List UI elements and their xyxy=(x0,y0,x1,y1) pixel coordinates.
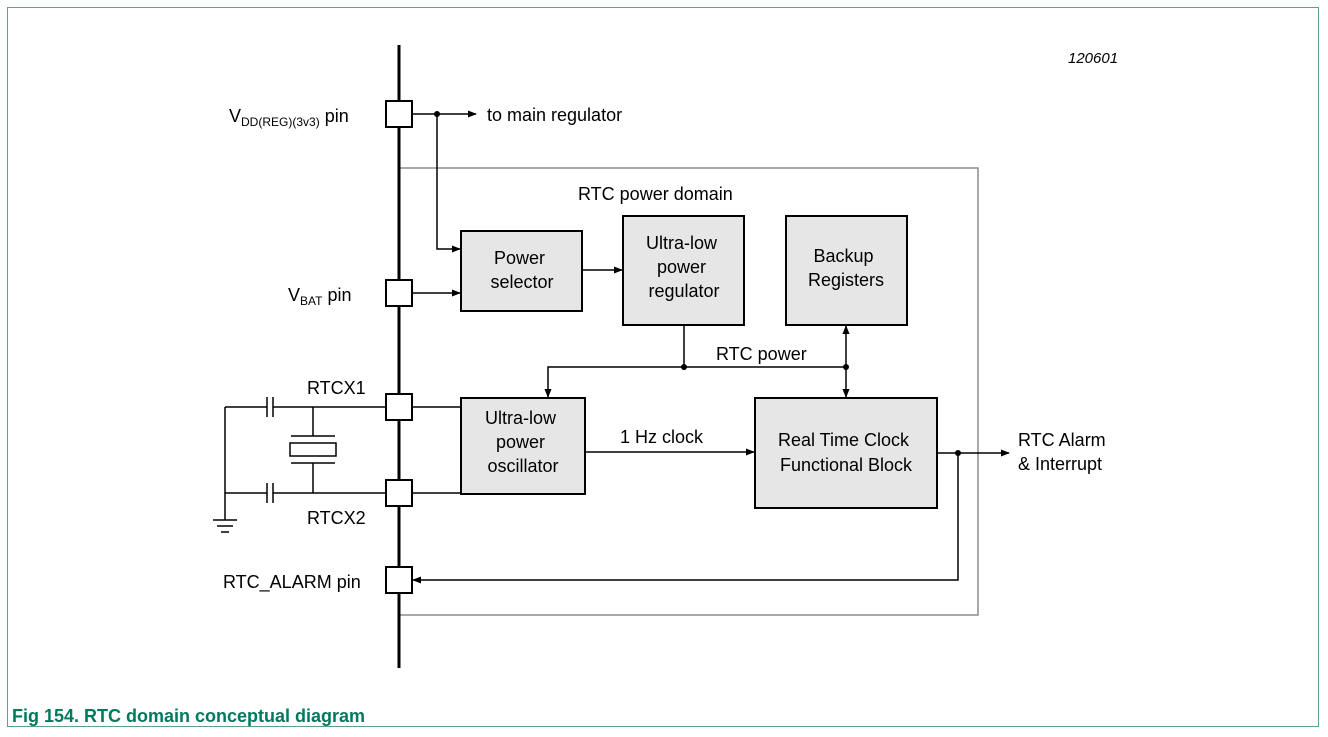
rtc-power-label: RTC power xyxy=(716,344,807,364)
power-selector-block xyxy=(460,230,583,312)
rtcx2-label: RTCX2 xyxy=(307,508,366,528)
backup-registers-block xyxy=(785,215,908,326)
rtc-power-domain-label: RTC power domain xyxy=(578,184,733,204)
rtcx2-pin-box xyxy=(385,479,413,507)
rtc-functional-block xyxy=(754,397,938,509)
rtc-power-to-oscillator xyxy=(544,366,684,398)
main-regulator-label: to main regulator xyxy=(487,105,622,125)
figure-frame xyxy=(7,7,1319,727)
alarm-output-label: RTC Alarm & Interrupt xyxy=(1018,430,1111,474)
vbat-pin-box xyxy=(385,279,413,307)
figure-reference-id: 120601 xyxy=(1068,50,1118,67)
backup-registers-label: Backup Registers xyxy=(808,246,884,290)
vbat-pin-label: VBAT pin xyxy=(288,285,352,308)
rtc-alarm-pin-box xyxy=(385,566,413,594)
ulp-oscillator-block xyxy=(460,397,586,495)
ulp-regulator-label: Ultra-low power regulator xyxy=(646,233,722,301)
vdd-to-power-selector xyxy=(436,114,461,253)
rtc-power-junction-dot xyxy=(681,364,687,370)
rtc-functional-block-label: Real Time Clock Functional Block xyxy=(778,430,914,475)
vdd-pin-box xyxy=(385,100,413,128)
crystal-circuit xyxy=(213,397,386,533)
ulp-oscillator-label: Ultra-low power oscillator xyxy=(485,408,561,476)
rtc-alarm-pin-label: RTC_ALARM pin xyxy=(223,572,361,593)
alarm-to-pin-line xyxy=(412,453,959,584)
rtcx1-pin-box xyxy=(385,393,413,421)
rtcx1-label: RTCX1 xyxy=(307,378,366,398)
power-selector-label: Power selector xyxy=(490,248,553,292)
vdd-pin-label: VDD(REG)(3v3) pin xyxy=(229,106,349,129)
ulp-regulator-block xyxy=(622,215,745,326)
figure-caption: Fig 154. RTC domain conceptual diagram xyxy=(12,706,366,726)
clock-signal-label: 1 Hz clock xyxy=(620,427,704,447)
